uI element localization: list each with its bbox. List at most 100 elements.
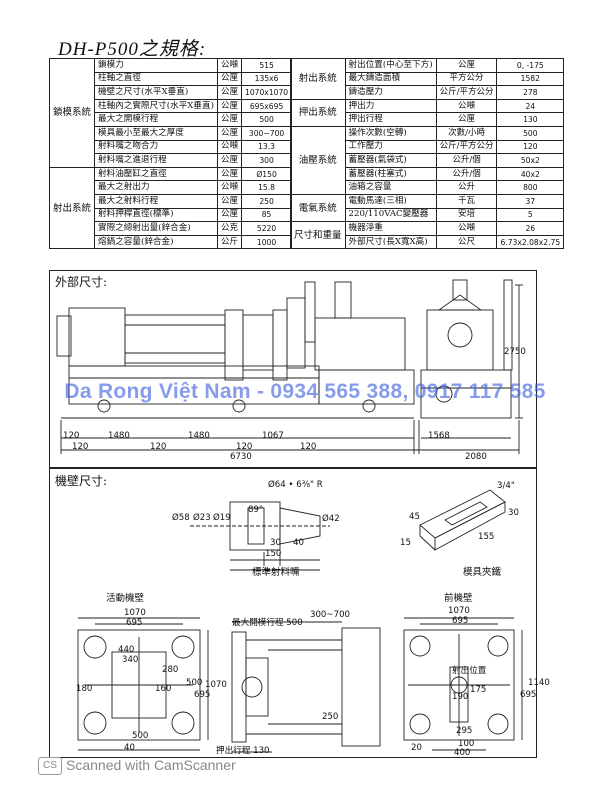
- spec-value: 37: [496, 193, 565, 209]
- spec-label: 最大之射出力: [94, 180, 218, 195]
- spec-label: 蓄壓器(柱塞式): [344, 166, 437, 182]
- spec-unit: 次數/小時: [435, 125, 498, 141]
- fixed-platen-drawing: [403, 617, 523, 751]
- spec-label: 柱軸內之實際尺寸(水平X垂直): [94, 98, 218, 114]
- dim-m280: 280: [162, 665, 179, 675]
- platen-dimensions-box: [49, 468, 537, 758]
- dim-6730: 6730: [230, 452, 252, 462]
- spec-group-name: 尺寸和重量: [290, 221, 346, 250]
- spec-unit: 公噸: [216, 180, 242, 195]
- dim-150: 150: [265, 549, 282, 559]
- dim-m695v: 695: [194, 690, 211, 700]
- spec-unit: 公厘: [216, 153, 242, 168]
- spec-label: 最大之開模行程: [94, 112, 218, 127]
- spec-unit: 公克: [216, 221, 242, 236]
- spec-value: 120: [496, 139, 565, 155]
- dim-phi19: Ø19: [213, 513, 231, 523]
- dim-45: 45: [409, 512, 420, 522]
- dim-m40: 40: [124, 743, 135, 753]
- spec-unit: 公厘: [435, 58, 498, 73]
- spec-unit: 公厘: [216, 166, 242, 182]
- page-title: DH-P500之規格:: [58, 39, 207, 60]
- spec-value: 800: [496, 180, 565, 195]
- dim-1568: 1568: [428, 431, 450, 441]
- spec-unit: 公噸: [216, 58, 242, 73]
- dim-120-a: 120: [63, 431, 80, 441]
- dim-1067: 1067: [262, 431, 284, 441]
- machine-side-view: [56, 279, 523, 454]
- spec-label: 電動馬達(三相): [344, 193, 437, 209]
- dim-m500: 500: [132, 731, 149, 741]
- spec-value: 40x2: [496, 166, 565, 182]
- spec-value: 1000: [240, 234, 293, 250]
- dim-300-700: 300~700: [310, 610, 351, 620]
- spec-label: 機壁之尺寸(水平X垂直): [94, 85, 218, 100]
- spec-unit: 公尺: [435, 234, 498, 250]
- spec-unit: 公噸: [435, 98, 498, 114]
- dim-30: 30: [270, 538, 281, 548]
- spec-label: 熔鍋之容量(鋅合金): [94, 234, 218, 250]
- dim-89: 89°: [248, 505, 264, 515]
- spec-unit: 公厘: [216, 98, 242, 114]
- spec-value: 300~700: [240, 125, 293, 141]
- dim-m1070v: 1070: [205, 680, 227, 690]
- spec-value: 26: [496, 221, 565, 236]
- spec-label: 蓄壓器(氣袋式): [344, 153, 437, 168]
- dim-m160: 160: [155, 684, 172, 694]
- dim-phi23: Ø23: [193, 513, 211, 523]
- nozzle-label: 標準射料嘴: [252, 567, 300, 578]
- spec-unit: 公厘: [216, 207, 242, 223]
- dim-f295: 295: [456, 726, 473, 736]
- spec-label: 模具最小至最大之厚度: [94, 125, 218, 141]
- inject-position-label: 射出位置: [452, 666, 487, 676]
- spec-value: 135x6: [240, 71, 293, 87]
- spec-value: 250: [240, 193, 293, 209]
- spec-unit: 公厘: [435, 112, 498, 127]
- spec-label: 油箱之容量: [344, 180, 437, 195]
- spec-label: 押出行程: [344, 112, 437, 127]
- watermark-text: Da Rong Việt Nam - 0934 565 388, 0917 11…: [64, 380, 546, 403]
- spec-unit: 公升/個: [435, 166, 498, 182]
- exterior-title: 外部尺寸:: [55, 275, 108, 289]
- moving-platen-drawing: [77, 617, 209, 751]
- dim-120-e: 120: [300, 442, 317, 452]
- dim-f190: 190: [452, 692, 469, 702]
- spec-unit: 公厘: [216, 112, 242, 127]
- spec-label: 射料押桿直徑(標準): [94, 207, 218, 223]
- dim-f100: 100: [458, 739, 475, 749]
- spec-label: 射料嘴之吻合力: [94, 139, 218, 155]
- dim-f20: 20: [411, 743, 422, 753]
- spec-value: 6.73x2.08x2.75: [496, 234, 565, 250]
- spec-unit: 公厘: [216, 71, 242, 87]
- dim-250: 250: [322, 712, 339, 722]
- dim-30b: 30: [508, 508, 519, 518]
- spec-value: 13.3: [240, 139, 293, 155]
- spec-value: 500: [496, 125, 565, 141]
- nozzle-drawing: [190, 501, 330, 571]
- spec-label: 射出位置(中心至下方): [344, 58, 437, 73]
- dim-max-open-stroke: 最大開模行程 500: [232, 618, 303, 628]
- dim-f400: 400: [454, 748, 471, 758]
- spec-unit: 公升/個: [435, 153, 498, 168]
- spec-label: 射料嘴之進退行程: [94, 153, 218, 168]
- dim-15: 15: [400, 538, 411, 548]
- spec-unit: 公厘: [216, 125, 242, 141]
- dim-f1140: 1140: [528, 678, 550, 688]
- spec-label: 工作壓力: [344, 139, 437, 155]
- spec-value: 24: [496, 98, 565, 114]
- spec-group-name: 射出系統: [48, 166, 96, 250]
